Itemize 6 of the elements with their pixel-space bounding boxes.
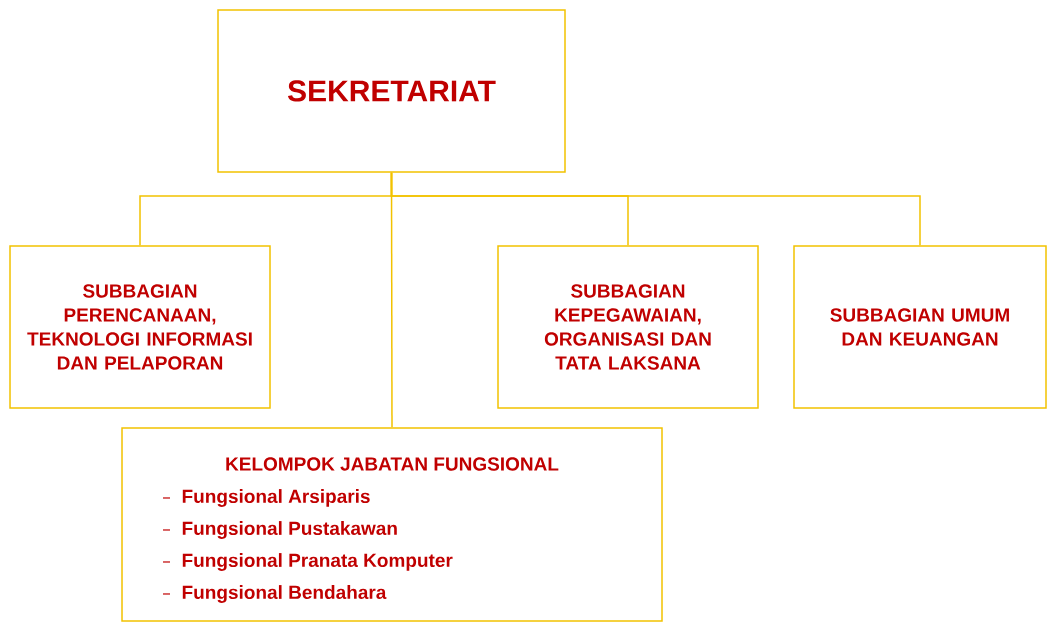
group-box: KELOMPOK JABATAN FUNGSIONAL Fungsional Arsiparis Fungsional Pustakawan Fungsional Pranata Komputer Fungsional Bendahara xyxy=(121,427,663,622)
unit-box: SUBBAGIAN PERENCANAAN, TEKNOLOGI INFORMASI DAN PELAPORAN xyxy=(9,245,271,409)
unit-box: SEKRETARIAT xyxy=(217,9,566,173)
unit-box: SUBBAGIAN UMUM DAN KEUANGAN xyxy=(793,245,1047,409)
connector-line xyxy=(390,172,921,246)
unit-box: SUBBAGIAN KEPEGAWAIAN, ORGANISASI DAN TATA LAKSANA xyxy=(497,245,759,409)
